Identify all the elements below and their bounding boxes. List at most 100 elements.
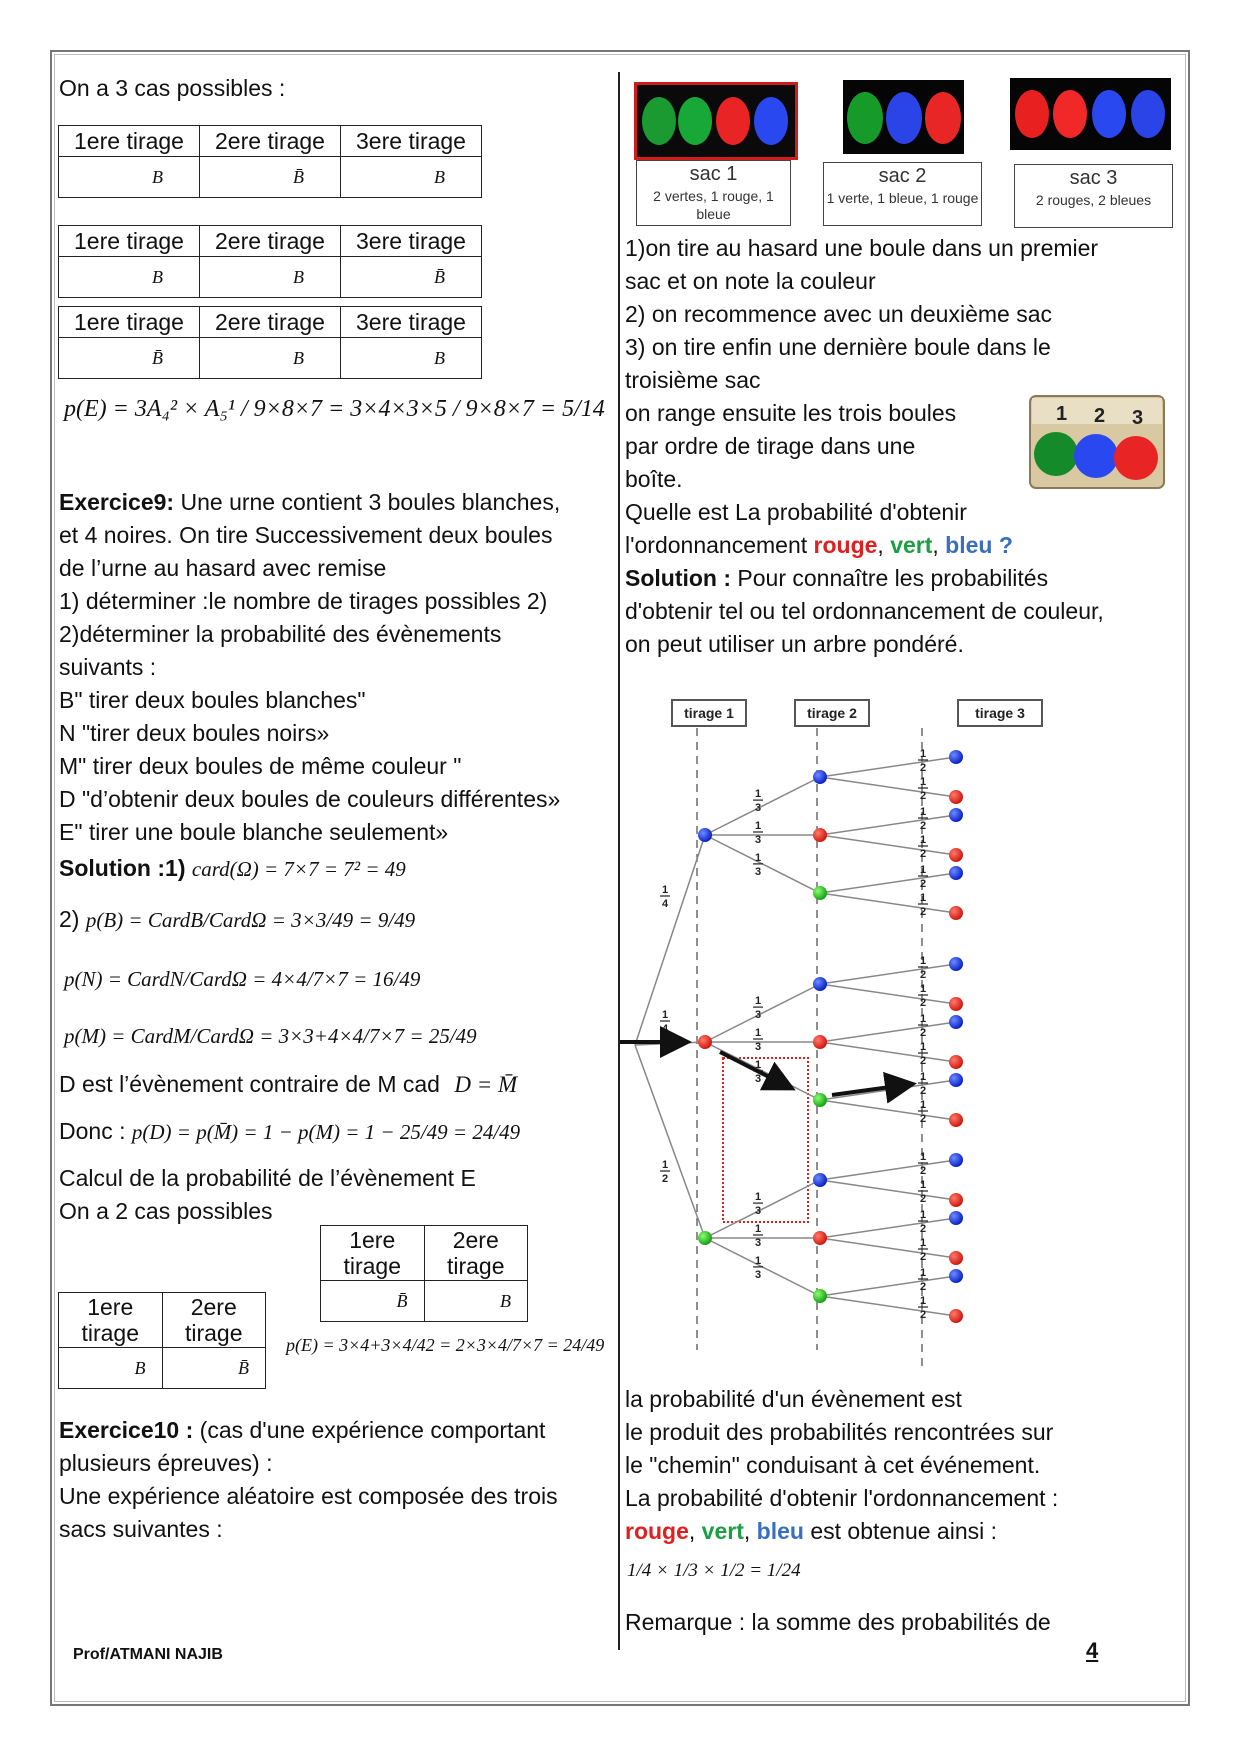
tree-ball-level1 bbox=[698, 828, 712, 842]
exercise10-line: Exercice10 : (cas d'une expérience compo… bbox=[59, 1414, 545, 1447]
remarque-line: Remarque : la somme des probabilités de bbox=[625, 1609, 1051, 1635]
result-line: rouge, vert, bleu est obtenue ainsi : bbox=[625, 1518, 998, 1544]
table-cell: B bbox=[58, 1347, 163, 1389]
tree-ball-level3 bbox=[949, 750, 963, 764]
tree-prob-level3: 1 bbox=[920, 1237, 926, 1249]
tree-ball-level3 bbox=[949, 1251, 963, 1265]
tree-branch bbox=[704, 776, 821, 836]
sac3-label: sac 3 2 rouges, 2 bleues bbox=[1014, 164, 1173, 228]
tree-prob-level3: 1 bbox=[920, 1041, 926, 1053]
table-cell: B bbox=[58, 256, 200, 298]
path-arrow bbox=[831, 1071, 917, 1104]
tree-header-box bbox=[671, 699, 747, 727]
pM-formula: p(M) = CardM/CardΩ = 3×3+4×4/7×7 = 25/49 bbox=[64, 1024, 477, 1048]
tree-branch bbox=[819, 1237, 957, 1259]
table-cell: B bbox=[423, 1280, 528, 1322]
pB-label: 2) bbox=[59, 906, 80, 932]
tree-header-box bbox=[794, 699, 870, 727]
step-line: 1)on tire au hasard une boule dans un pr… bbox=[625, 235, 1099, 261]
tree-ball-level2 bbox=[813, 1231, 827, 1245]
tree-prob-level3: 2 bbox=[920, 1055, 926, 1067]
pE-formula: p(E) = 3A₄² × A₅¹ / 9×8×7 = 3×4×3×5 / 9×… bbox=[64, 396, 605, 423]
tree-branch bbox=[819, 756, 957, 778]
ex9-line: Une urne contient 3 boules blanches, bbox=[180, 489, 561, 515]
page-border bbox=[50, 50, 1190, 1706]
tree-ball-level2 bbox=[813, 1173, 827, 1187]
tree-prob-level2: 3 bbox=[755, 1269, 761, 1281]
tree-branch bbox=[819, 1099, 957, 1121]
after-line: le produit des probabilités rencontrées … bbox=[625, 1419, 1054, 1445]
table-cell: B bbox=[199, 256, 341, 298]
ex9-line: et 4 noires. On tire Successivement deux… bbox=[59, 522, 553, 548]
cases-table-3: 1ere tirage 2ere tirage 3ere tirage B̄ B… bbox=[58, 306, 482, 379]
tree-prob-level2: 1 bbox=[755, 995, 761, 1007]
tree-branch bbox=[634, 834, 706, 1046]
tree-prob-level2: 3 bbox=[755, 1237, 761, 1249]
table-header: 1ere tirage bbox=[320, 1225, 425, 1281]
tree-prob-level3: 1 bbox=[920, 1099, 926, 1111]
tree-prob-level2: 3 bbox=[755, 866, 761, 878]
tree-prob-level3: 2 bbox=[920, 1165, 926, 1177]
sac-desc: 1 verte, 1 bleue, 1 rouge bbox=[826, 190, 979, 206]
ex10-line: (cas d'une expérience comportant bbox=[199, 1417, 546, 1443]
tree-ball-level3 bbox=[949, 848, 963, 862]
tree-prob-level1: 4 bbox=[662, 1023, 669, 1035]
box-number: 1 bbox=[1056, 403, 1067, 425]
tree-ball-level3 bbox=[949, 1193, 963, 1207]
tree-ball-level2 bbox=[813, 770, 827, 784]
solution-text: Pour connaître les probabilités bbox=[737, 565, 1049, 591]
tree-branch bbox=[819, 1295, 957, 1317]
step-line: 3) on tire enfin une dernière boule dans… bbox=[625, 334, 1051, 360]
step-line: troisième sac bbox=[625, 367, 761, 393]
sac1-image bbox=[634, 82, 798, 160]
product-formula: 1/4 × 1/3 × 1/2 = 1/24 bbox=[627, 1560, 801, 1581]
box-number: 2 bbox=[1094, 405, 1105, 427]
tree-prob-level3: 1 bbox=[920, 983, 926, 995]
table-header: 1ere tirage bbox=[58, 1292, 163, 1348]
tree-header-box bbox=[957, 699, 1043, 727]
tree-ball-level3 bbox=[949, 808, 963, 822]
tree-ball-level3 bbox=[949, 1055, 963, 1069]
formula-text: p(E) = 3A₄² × A₅¹ / 9×8×7 = 3×4×3×5 / 9×… bbox=[64, 396, 605, 422]
tree-prob-level3: 1 bbox=[920, 1071, 926, 1083]
d-contraire-text: D est l’évènement contraire de M cad bbox=[59, 1071, 440, 1097]
solution-text: d'obtenir tel ou tel ordonnancement de c… bbox=[625, 598, 1104, 624]
tree-prob-level3: 1 bbox=[920, 776, 926, 788]
tree-prob-level2: 1 bbox=[755, 1191, 761, 1203]
table-header: 1ere tirage bbox=[58, 225, 200, 257]
table-cell: B bbox=[340, 156, 482, 198]
tree-prob-level2: 3 bbox=[755, 1073, 761, 1085]
table-header: 2ere tirage bbox=[423, 1225, 528, 1281]
tree-prob-level2: 3 bbox=[755, 1205, 761, 1217]
tree-prob-level3: 1 bbox=[920, 748, 926, 760]
donc-line: Donc : p(D) = p(M̄) = 1 − p(M) = 1 − 25/… bbox=[59, 1115, 520, 1149]
tree-prob-level3: 1 bbox=[920, 834, 926, 846]
tree-ball-level3 bbox=[949, 906, 963, 920]
tree-ball-level2 bbox=[813, 1035, 827, 1049]
tree-ball-level3 bbox=[949, 790, 963, 804]
pD-formula: p(D) = p(M̄) = 1 − p(M) = 1 − 25/49 = 24… bbox=[131, 1120, 521, 1144]
tree-branch bbox=[819, 776, 957, 798]
box-number: 3 bbox=[1132, 407, 1143, 429]
path-arrow bbox=[719, 1050, 796, 1091]
card-formula: card(Ω) = 7×7 = 7² = 49 bbox=[191, 857, 406, 881]
intro-text: On a 3 cas possibles : bbox=[59, 75, 286, 101]
column-divider bbox=[618, 72, 620, 1650]
table-cell: B̄ bbox=[340, 256, 482, 298]
box-image: 1 2 3 bbox=[1026, 392, 1168, 492]
tree-branch bbox=[819, 1079, 957, 1101]
tree-ball-level3 bbox=[949, 1073, 963, 1087]
tree-prob-level1: 1 bbox=[662, 1159, 668, 1171]
tree-prob-level3: 2 bbox=[920, 820, 926, 832]
color-rouge: rouge bbox=[625, 1518, 689, 1544]
ex9-line: 2)déterminer la probabilité des évènemen… bbox=[59, 621, 502, 647]
tree-branch bbox=[819, 834, 957, 856]
tree-branch bbox=[819, 1021, 957, 1043]
solution-1: Solution :1) card(Ω) = 7×7 = 7² = 49 bbox=[59, 852, 406, 886]
question-line-2: l'ordonnancement rouge, vert, bleu ? bbox=[625, 532, 1013, 558]
sac1-balls bbox=[642, 97, 788, 145]
solution-label: Solution :1) bbox=[59, 855, 186, 881]
tree-prob-level3: 1 bbox=[920, 892, 926, 904]
cases-table-2: 1ere tirage 2ere tirage 3ere tirage B B … bbox=[58, 225, 482, 298]
tree-prob-level1: 2 bbox=[662, 1173, 668, 1185]
